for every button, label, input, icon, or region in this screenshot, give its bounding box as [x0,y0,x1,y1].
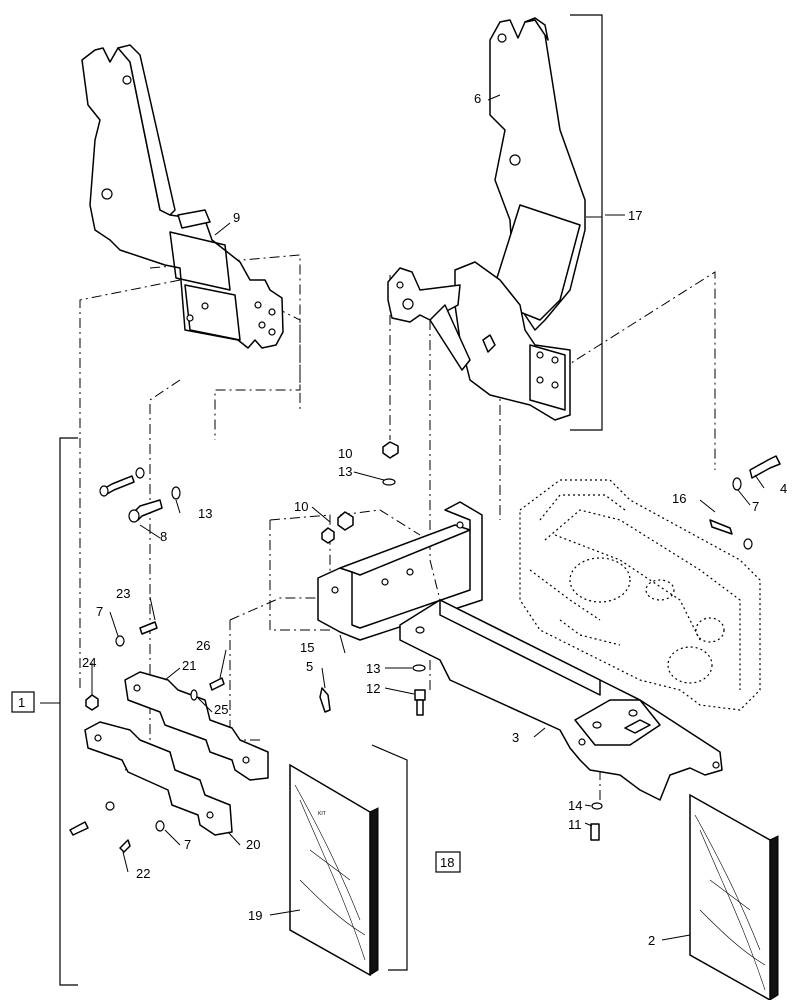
nut-10-top [382,441,399,459]
washer-13-mid [382,478,396,486]
callout-20: 20 [246,837,260,852]
callout-18: 18 [440,855,454,870]
support-rail [399,599,723,801]
callout-15: 15 [300,640,314,655]
callout-26: 26 [196,638,210,653]
callout-25: 25 [214,702,228,717]
washer-13-upper [135,467,145,479]
bolt-5 [319,687,331,713]
bolt-11 [590,823,600,841]
callout-7-right: 7 [752,499,759,514]
bolt-23 [139,621,158,635]
callout-7-bottom: 7 [184,837,191,852]
callout-labels: 1 18 6 9 17 10 13 10 13 8 16 7 4 15 5 3 … [11,91,787,948]
washer-25 [190,689,198,701]
callout-13-mid: 13 [338,464,352,479]
bracket-group-18 [371,744,408,971]
bolt-26 [209,677,225,691]
callout-10-top: 10 [338,446,352,461]
manual-2 [689,793,779,1000]
callout-6: 6 [474,91,481,106]
callout-4: 4 [780,481,787,496]
callout-7-left: 7 [96,604,103,619]
bolt-4 [749,455,781,479]
washer-7-right [732,477,742,491]
callout-23: 23 [116,586,130,601]
callout-8: 8 [160,529,167,544]
callout-22: 22 [136,866,150,881]
fasteners [69,441,781,853]
callout-box-18 [435,851,461,873]
washer-14 [591,802,603,810]
nut-24 [85,694,99,711]
callout-24: 24 [82,655,96,670]
bracket-group-1 [59,437,78,986]
bolt-upper-left [99,475,135,497]
callout-9: 9 [233,210,240,225]
callout-13-lower: 13 [366,661,380,676]
callout-box-1 [11,691,35,713]
bolt-16 [709,519,753,550]
washer-13-side [171,486,181,500]
transmission-housing-phantom [519,479,761,711]
callout-3: 3 [512,730,519,745]
callout-14: 14 [568,798,582,813]
left-upright-bracket [81,44,284,349]
callout-10-side: 10 [294,499,308,514]
leader-lines [40,94,765,941]
callout-19: 19 [248,908,262,923]
right-upright-bracket [387,17,586,421]
manual-19-title: KIT [318,811,326,817]
washer-7-bottom [155,820,165,832]
plate-21 [124,671,269,781]
callout-11: 11 [568,817,582,832]
callout-12: 12 [366,681,380,696]
plate-20 [84,721,233,836]
callout-16: 16 [672,491,686,506]
callout-1: 1 [18,695,25,710]
nut-10-side [321,511,354,544]
callout-5: 5 [306,659,313,674]
bracket-group-17 [570,14,603,431]
callout-17: 17 [628,208,642,223]
callout-2: 2 [648,933,655,948]
bolt-8 [128,499,163,523]
washer-7-left [115,635,125,647]
callout-13-upper: 13 [198,506,212,521]
bolt-22 [69,801,131,853]
washer-13-lower [412,664,426,672]
bolt-12 [414,689,426,716]
callout-21: 21 [182,658,196,673]
manual-19: KIT [289,763,379,977]
